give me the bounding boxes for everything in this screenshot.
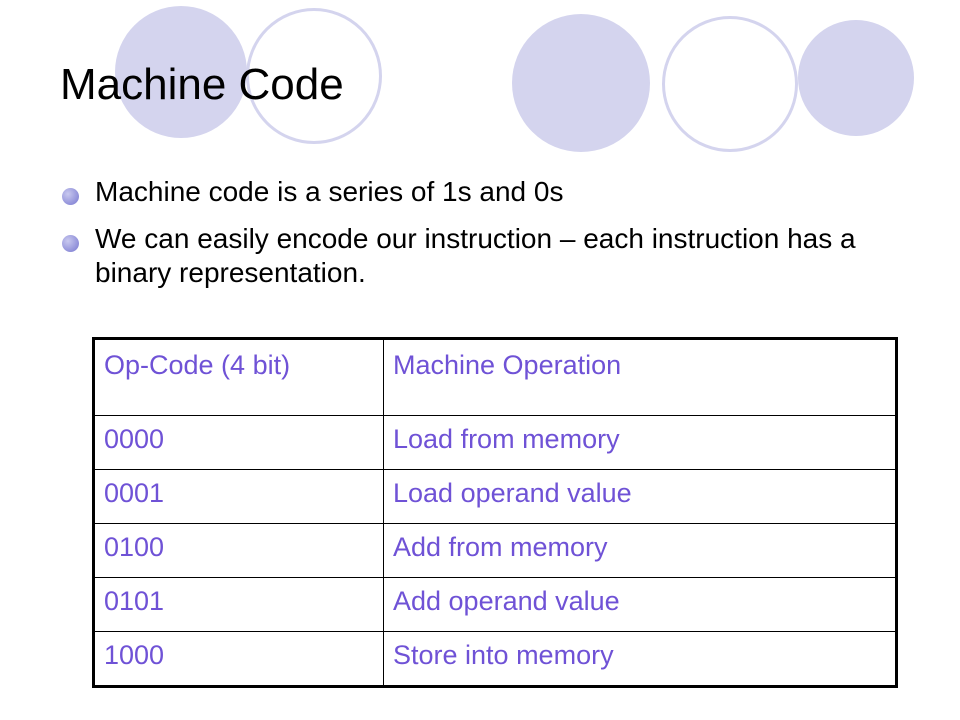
- opcode-cell: 0001: [93, 469, 384, 524]
- opcode-table: Op-Code (4 bit) Machine Operation 0000 L…: [92, 337, 898, 688]
- bullet-icon: [62, 188, 79, 205]
- opcode-cell: 0101: [93, 577, 384, 632]
- slide-title: Machine Code: [60, 60, 344, 109]
- table-row: 0100 Add from memory: [93, 523, 897, 578]
- decor-circle: [115, 6, 247, 138]
- operation-cell: Load operand value: [383, 469, 897, 524]
- operation-cell: Add operand value: [383, 577, 897, 632]
- opcode-cell: 0000: [93, 415, 384, 470]
- table-row: 0000 Load from memory: [93, 415, 897, 470]
- table-row: 0001 Load operand value: [93, 469, 897, 524]
- opcode-cell: 1000: [93, 631, 384, 687]
- column-header-opcode: Op-Code (4 bit): [93, 338, 384, 416]
- decor-circle-outline: [246, 8, 382, 144]
- decor-circle: [512, 14, 650, 152]
- operation-cell: Store into memory: [383, 631, 897, 687]
- opcode-cell: 0100: [93, 523, 384, 578]
- operation-cell: Load from memory: [383, 415, 897, 470]
- table-header-row: Op-Code (4 bit) Machine Operation: [93, 338, 897, 416]
- decor-circle: [798, 20, 914, 136]
- bullet-icon: [62, 235, 79, 252]
- table-row: 0101 Add operand value: [93, 577, 897, 632]
- bullet-text: Machine code is a series of 1s and 0s: [95, 176, 564, 207]
- decor-circle-outline: [662, 16, 798, 152]
- bullet-item: We can easily encode our instruction – e…: [62, 222, 922, 290]
- column-header-operation: Machine Operation: [383, 338, 897, 416]
- bullet-item: Machine code is a series of 1s and 0s: [62, 175, 922, 209]
- bullet-text: We can easily encode our instruction – e…: [95, 223, 856, 288]
- operation-cell: Add from memory: [383, 523, 897, 578]
- bullet-list: Machine code is a series of 1s and 0s We…: [62, 175, 922, 303]
- table-row: 1000 Store into memory: [93, 631, 897, 687]
